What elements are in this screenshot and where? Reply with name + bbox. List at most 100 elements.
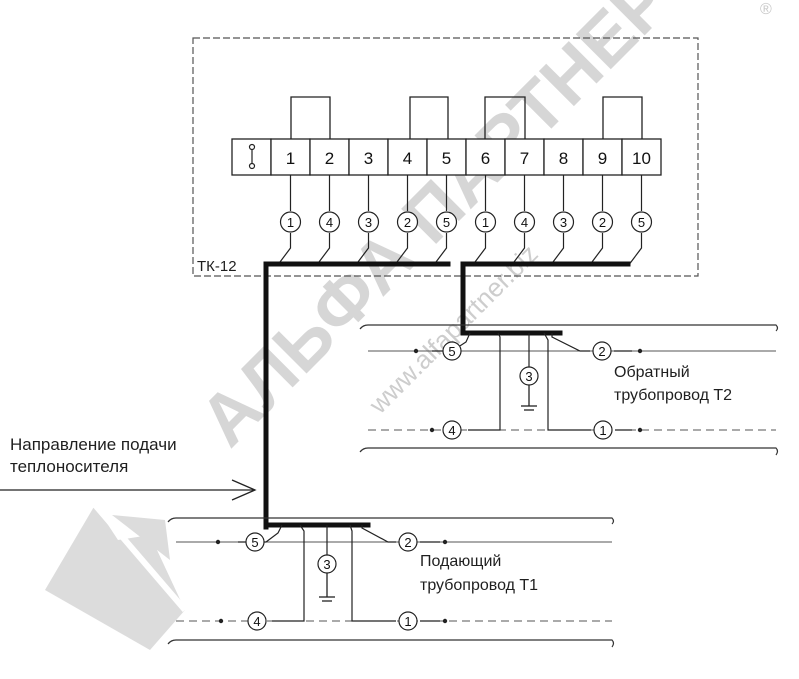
svg-text:3: 3 [525,369,532,384]
terminal-number: 1 [286,149,295,168]
terminal-number: 3 [364,149,373,168]
jumper-9-10 [602,96,643,139]
return-code-5: 5 [442,341,462,361]
terminal-block: 1 2 3 4 5 6 7 8 9 10 [231,138,662,176]
terminal-wire-bend [590,233,604,265]
terminal-10: 10 [621,138,662,176]
ground-symbol-icon [248,143,256,170]
conductor-code-label: 4 [326,215,333,230]
terminal-3: 3 [348,138,389,176]
jumper-1-2 [290,96,331,139]
supply-pipe-label-line-2: трубопровод Т1 [420,577,538,594]
terminal-number: 7 [520,149,529,168]
conductor-code-label: 3 [365,215,372,230]
conductor-code-6: 1 [474,211,497,233]
svg-text:1: 1 [404,614,411,629]
terminal-6: 6 [465,138,506,176]
watermark-logo [45,505,185,650]
conductor-code-label: 4 [521,215,528,230]
conductor-code-label: 2 [599,215,606,230]
direction-label-line-2: теплоносителя [10,457,128,476]
conductor-code-5: 5 [435,211,458,233]
svg-text:4: 4 [448,423,455,438]
terminal-5: 5 [426,138,467,176]
conductor-code-label: 1 [287,215,294,230]
svg-text:5: 5 [251,535,258,550]
supply-pipe-label-line-1: Подающий [420,553,501,570]
return-pipe-top-edge [359,324,779,332]
conductor-code-label: 3 [560,215,567,230]
return-pipe: 5 2 3 4 1 Обратный трубопровод Т2 [359,324,779,456]
terminal-wires [278,175,643,265]
svg-text:3: 3 [323,557,330,572]
conductor-code-4: 2 [396,211,419,233]
conductor-code-label: 5 [638,215,645,230]
jumper-4-5 [409,96,449,139]
cable-to-return [460,261,563,336]
supply-code-3: 3 [317,554,337,574]
supply-pipe-top-edge [167,517,615,525]
return-pipe-label-line-2: трубопровод Т2 [614,387,732,404]
terminal-9: 9 [582,138,623,176]
control-box-label: ТК-12 [197,258,237,275]
return-pipe-label-line-1: Обратный [614,364,690,381]
conductor-code-2: 4 [318,211,341,233]
supply-code-2: 2 [398,532,418,552]
terminal-number: 10 [632,149,651,168]
terminal-number: 4 [403,149,412,168]
supply-pipe: 5 2 3 4 1 Подающий трубопровод Т1 [167,517,615,648]
jumper-6-7 [484,96,526,139]
terminal-wire-bend [512,233,526,265]
terminal-wire-bend [395,233,409,265]
supply-code-4: 4 [247,611,267,631]
svg-text:5: 5 [448,344,455,359]
conductor-code-3: 3 [357,211,380,233]
svg-text:1: 1 [599,423,606,438]
svg-text:4: 4 [253,614,260,629]
svg-text:2: 2 [404,535,411,550]
terminal-7: 7 [504,138,545,176]
conductor-code-label: 5 [443,215,450,230]
jumpers [290,96,643,139]
terminal-2: 2 [309,138,350,176]
supply-pipe-bottom-edge [167,639,615,648]
conductor-code-label: 1 [482,215,489,230]
terminal-1: 1 [270,138,311,176]
return-code-3: 3 [519,366,539,386]
terminal-wire-bend [278,233,292,265]
terminal-8: 8 [543,138,584,176]
flow-direction: Направление подачи теплоносителя [0,435,257,501]
return-code-1: 1 [593,420,613,440]
terminal-number: 6 [481,149,490,168]
watermark-registered: ® [760,1,772,18]
conductor-code-label: 2 [404,215,411,230]
conductor-code-10: 5 [630,211,653,233]
terminal-4: 4 [387,138,428,176]
svg-text:2: 2 [598,344,605,359]
supply-code-1: 1 [398,611,418,631]
conductor-code-9: 2 [591,211,614,233]
return-code-4: 4 [442,420,462,440]
conductor-code-1: 1 [279,211,302,233]
terminal-number: 2 [325,149,334,168]
conductor-code-8: 3 [552,211,575,233]
terminal-wire-bend [629,233,643,265]
conductor-code-7: 4 [513,211,536,233]
return-code-2: 2 [592,341,612,361]
terminal-wire-bend [473,233,487,265]
terminal-number: 8 [559,149,568,168]
direction-arrow-icon [0,479,257,501]
conductor-code-circles: 1 4 3 2 5 1 4 3 2 5 [279,211,653,233]
terminal-number: 5 [442,149,451,168]
cable-bus-left [263,261,451,530]
return-pipe-bottom-edge [359,447,779,456]
terminal-wire-bend [356,233,370,265]
terminal-wire-bend [317,233,331,265]
supply-code-5: 5 [245,532,265,552]
return-ground-icon [521,384,537,411]
terminal-wire-bend [551,233,565,265]
terminal-number: 9 [598,149,607,168]
watermark-logo-stroke [92,503,188,612]
main-cable [263,261,631,530]
